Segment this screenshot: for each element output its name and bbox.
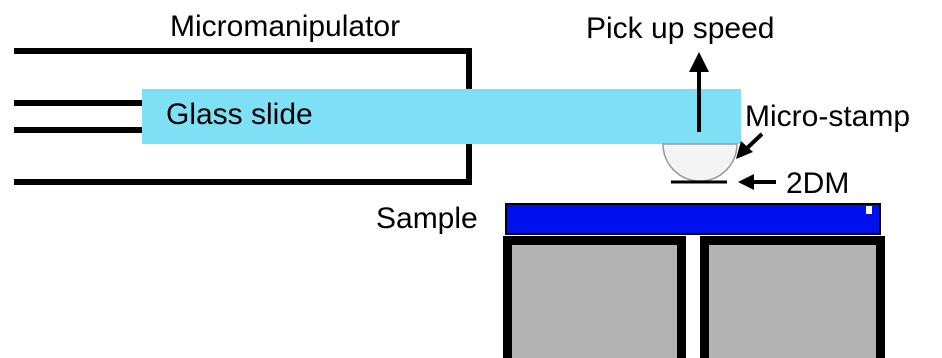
glass-slide <box>142 89 741 144</box>
support-block-right <box>700 236 885 358</box>
micro-stamp-arrow <box>736 132 764 159</box>
micromanipulator-label: Micromanipulator <box>170 10 400 43</box>
sample-highlight <box>866 206 872 214</box>
pick-up-arrow <box>689 52 709 132</box>
sample-layer <box>505 203 881 235</box>
micro-stamp-label: Micro-stamp <box>745 100 910 133</box>
2dm-arrow <box>738 174 776 190</box>
support-block-left <box>503 236 686 358</box>
sample-label: Sample <box>376 202 478 235</box>
glass-slide-label: Glass slide <box>166 98 313 131</box>
micro-stamp <box>662 143 738 182</box>
pick-up-speed-label: Pick up speed <box>586 12 774 45</box>
2dm-label: 2DM <box>786 167 849 200</box>
